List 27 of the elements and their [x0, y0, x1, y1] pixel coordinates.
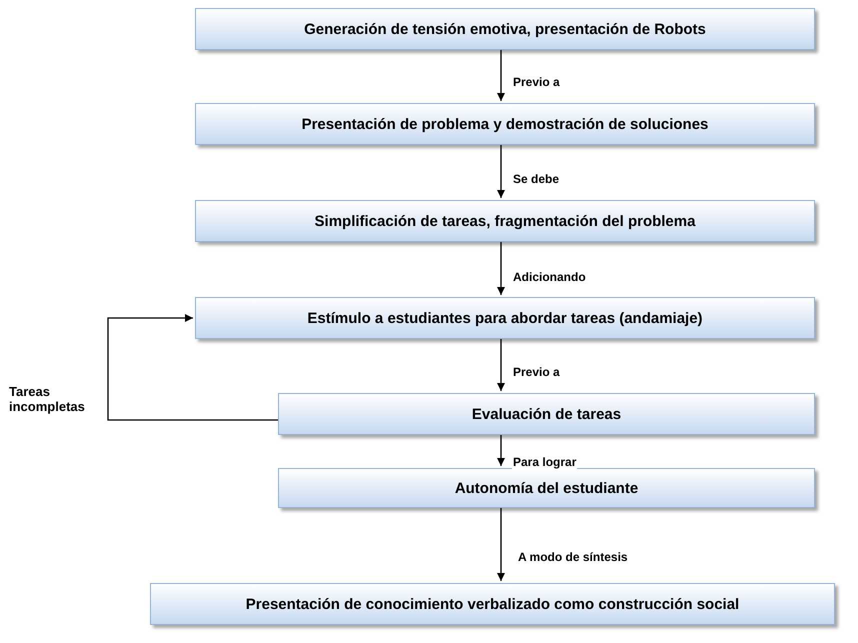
- arrow: [107, 314, 278, 421]
- process-box: [278, 393, 815, 435]
- process-box: [195, 103, 815, 145]
- process-box: [195, 297, 815, 339]
- process-box: [150, 583, 835, 625]
- edge-label: Previo a: [512, 75, 561, 89]
- box-text: Presentación de problema y demostración de soluciones: [302, 116, 708, 132]
- box-text: Presentación de conocimiento verbalizado como construcción social: [246, 596, 740, 612]
- process-box: [278, 468, 815, 508]
- edge-label: Se debe: [512, 172, 560, 186]
- box-text: Evaluación de tareas: [472, 406, 622, 422]
- edge-label: Adicionando: [512, 270, 587, 284]
- process-box: [195, 200, 815, 242]
- arrow: [497, 435, 505, 466]
- box-text: Simplificación de tareas, fragmentación del problema: [314, 212, 696, 230]
- edge-label: Previo a: [512, 365, 561, 379]
- box-text: Autonomía del estudiante: [454, 480, 638, 496]
- box-text: Estímulo a estudiantes para abordar tareas (andamiaje): [307, 310, 703, 326]
- box-text: Generación de tensión emotiva, presentación de Robots: [304, 20, 706, 38]
- arrow: [497, 508, 505, 581]
- arrow: [497, 339, 505, 391]
- process-box: [195, 8, 815, 50]
- arrow: [497, 242, 505, 295]
- arrow: [497, 50, 505, 101]
- edge-label: A modo de síntesis: [517, 550, 629, 564]
- arrow: [497, 145, 505, 198]
- edge-label: Para lograr: [512, 455, 578, 469]
